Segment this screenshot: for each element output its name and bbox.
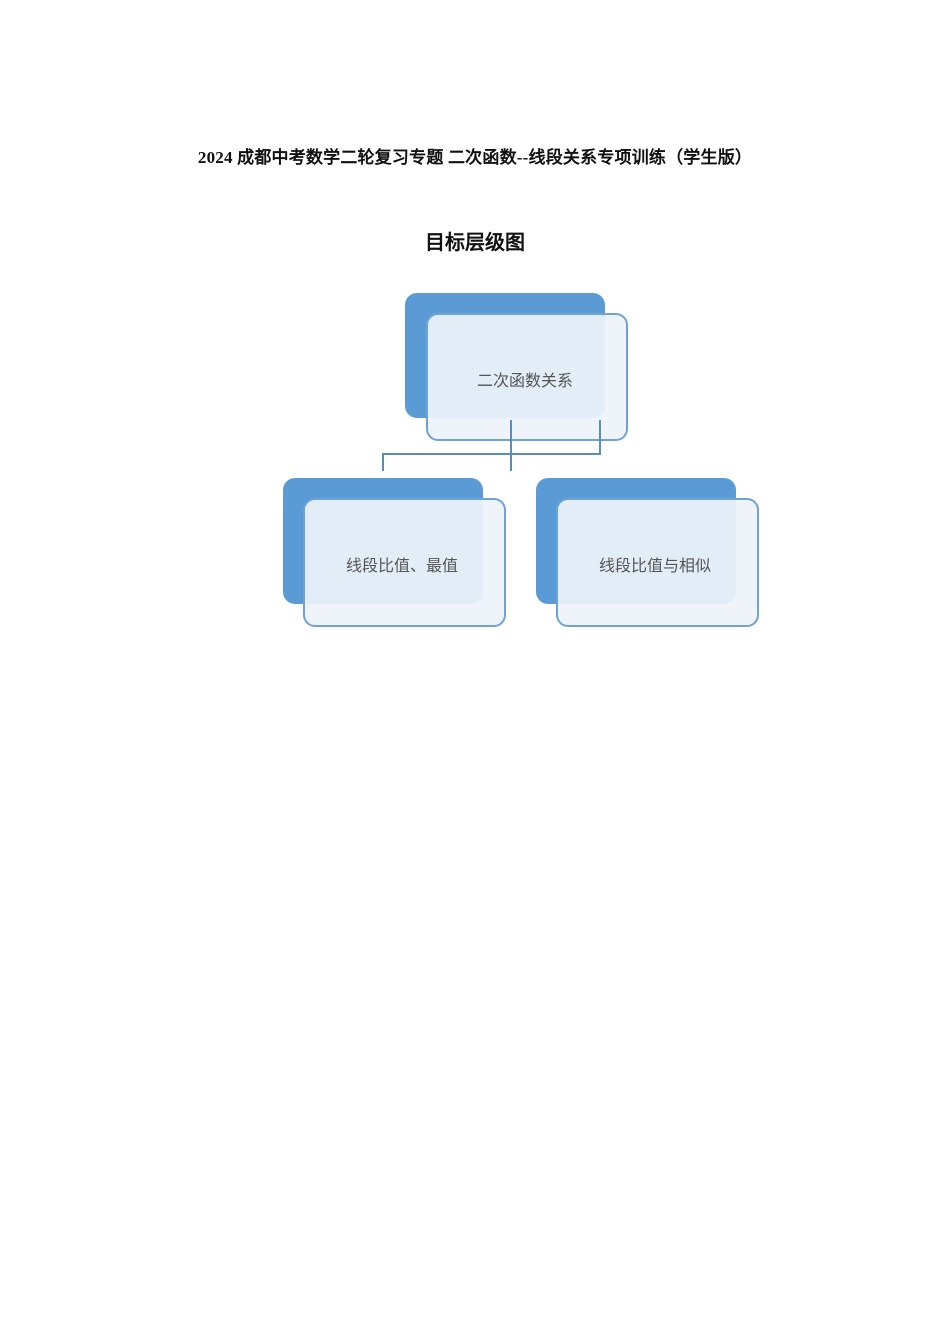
child-node-2-front-shape [556, 498, 759, 627]
connector-horizontal [382, 453, 601, 455]
child-node-1-front-shape [303, 498, 506, 627]
child-node-1-label: 线段比值、最值 [346, 556, 459, 575]
chart-heading: 目标层级图 [425, 230, 525, 254]
connector-left-drop [382, 453, 384, 471]
child-node-2-label: 线段比值与相似 [599, 556, 712, 575]
connector-root-right-drop [599, 420, 601, 455]
root-node-front-shape [426, 313, 628, 441]
root-node-label: 二次函数关系 [477, 371, 574, 390]
connector-root-stem [510, 420, 512, 471]
document-title: 2024 成都中考数学二轮复习专题 二次函数--线段关系专项训练（学生版） [197, 148, 753, 167]
